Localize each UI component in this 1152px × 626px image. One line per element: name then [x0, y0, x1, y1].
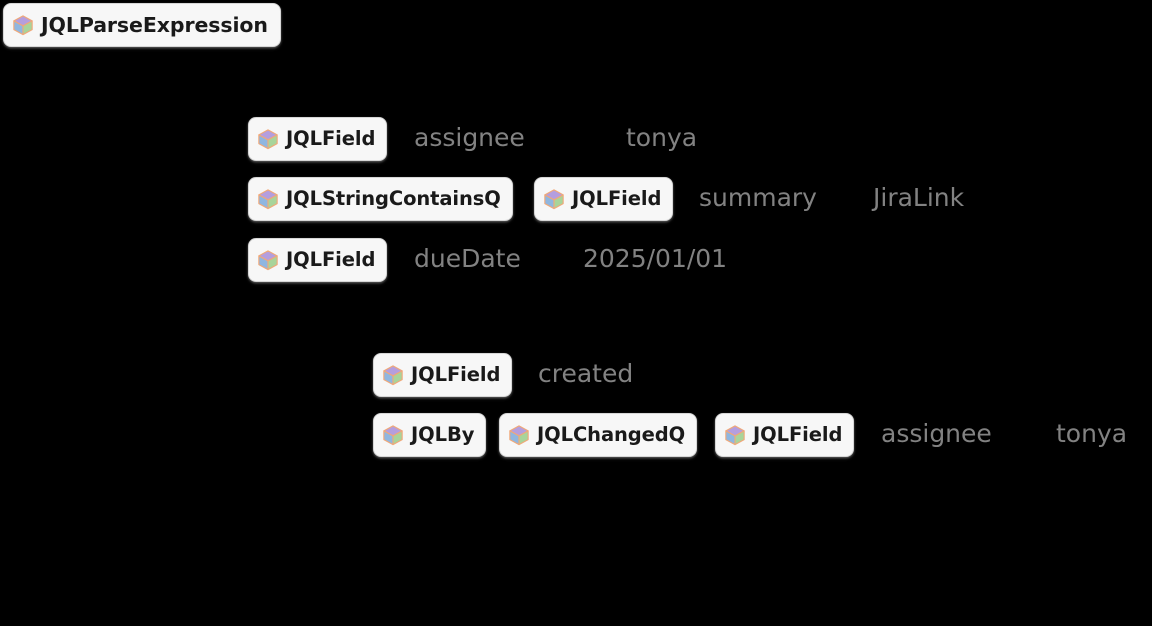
token-label: JQLField	[411, 363, 501, 387]
token-jqlfield[interactable]: JQLField	[248, 238, 388, 282]
token-jqlstringcontainsq[interactable]: JQLStringContainsQ	[248, 177, 513, 221]
paclet-cube-icon	[725, 425, 745, 446]
token-jqlfield[interactable]: JQLField	[373, 353, 513, 397]
token-jqlfield[interactable]: JQLField	[534, 177, 674, 221]
token-label: JQLChangedQ	[537, 423, 686, 447]
token-jqlfield[interactable]: JQLField	[715, 413, 855, 457]
paclet-cube-icon	[509, 425, 529, 446]
argument-text: created	[538, 359, 634, 388]
token-label: JQLStringContainsQ	[286, 187, 501, 211]
token-jqlfield[interactable]: JQLField	[248, 117, 388, 161]
argument-text: assignee	[414, 123, 525, 152]
argument-text: 2025/01/01	[583, 244, 728, 273]
paclet-cube-icon	[13, 15, 33, 36]
token-jqlchangedq[interactable]: JQLChangedQ	[499, 413, 698, 457]
paclet-cube-icon	[258, 250, 278, 271]
token-label: JQLParseExpression	[41, 12, 268, 37]
paclet-cube-icon	[383, 365, 403, 386]
token-label: JQLField	[753, 423, 843, 447]
argument-text: tonya	[1056, 419, 1128, 448]
argument-text: JiraLink	[873, 183, 965, 212]
token-label: JQLField	[286, 248, 376, 272]
argument-text: summary	[699, 183, 817, 212]
token-jqlparseexpression[interactable]: JQLParseExpression	[3, 3, 281, 47]
token-label: JQLField	[286, 127, 376, 151]
paclet-cube-icon	[258, 189, 278, 210]
token-jqlby[interactable]: JQLBy	[373, 413, 487, 457]
paclet-cube-icon	[544, 189, 564, 210]
paclet-cube-icon	[258, 129, 278, 150]
token-label: JQLField	[572, 187, 662, 211]
paclet-cube-icon	[383, 425, 403, 446]
argument-text: assignee	[881, 419, 992, 448]
token-label: JQLBy	[411, 423, 475, 447]
argument-text: tonya	[626, 123, 698, 152]
argument-text: dueDate	[414, 244, 521, 273]
